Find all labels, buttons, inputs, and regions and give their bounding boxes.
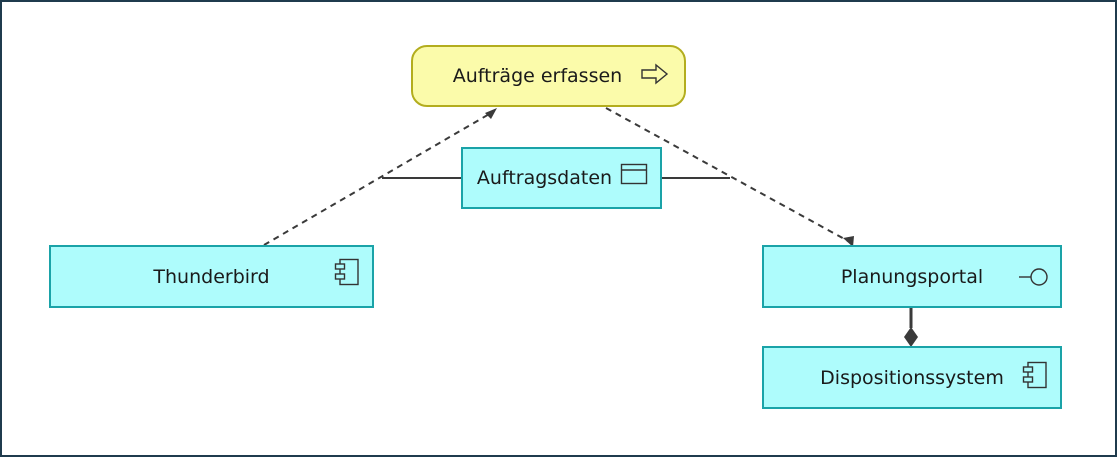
interface-label: Planungsportal	[840, 265, 984, 288]
application-component-icon	[1022, 361, 1047, 389]
interface-planungsportal[interactable]: Planungsportal	[762, 245, 1062, 308]
arrowhead-portal	[843, 236, 854, 247]
process-arrow-icon	[641, 63, 669, 85]
component-thunderbird[interactable]: Thunderbird	[49, 245, 374, 308]
data-object-auftragsdaten[interactable]: Auftragsdaten	[461, 147, 662, 209]
component-disposition-label: Dispositionssystem	[820, 366, 1004, 389]
composition-diamond	[904, 327, 918, 347]
application-component-icon	[334, 258, 359, 286]
application-interface-icon	[1019, 268, 1048, 286]
data-object-label: Auftragsdaten	[476, 167, 613, 189]
connector-process-to-portal[interactable]	[605, 107, 849, 242]
arrowhead-process	[485, 108, 497, 119]
process-label: Aufträge erfassen	[452, 65, 623, 87]
component-thunderbird-label: Thunderbird	[153, 265, 270, 288]
component-dispositionssystem[interactable]: Dispositionssystem	[762, 346, 1062, 409]
data-object-icon	[620, 163, 648, 185]
process-auftraege-erfassen[interactable]: Aufträge erfassen	[411, 45, 686, 107]
